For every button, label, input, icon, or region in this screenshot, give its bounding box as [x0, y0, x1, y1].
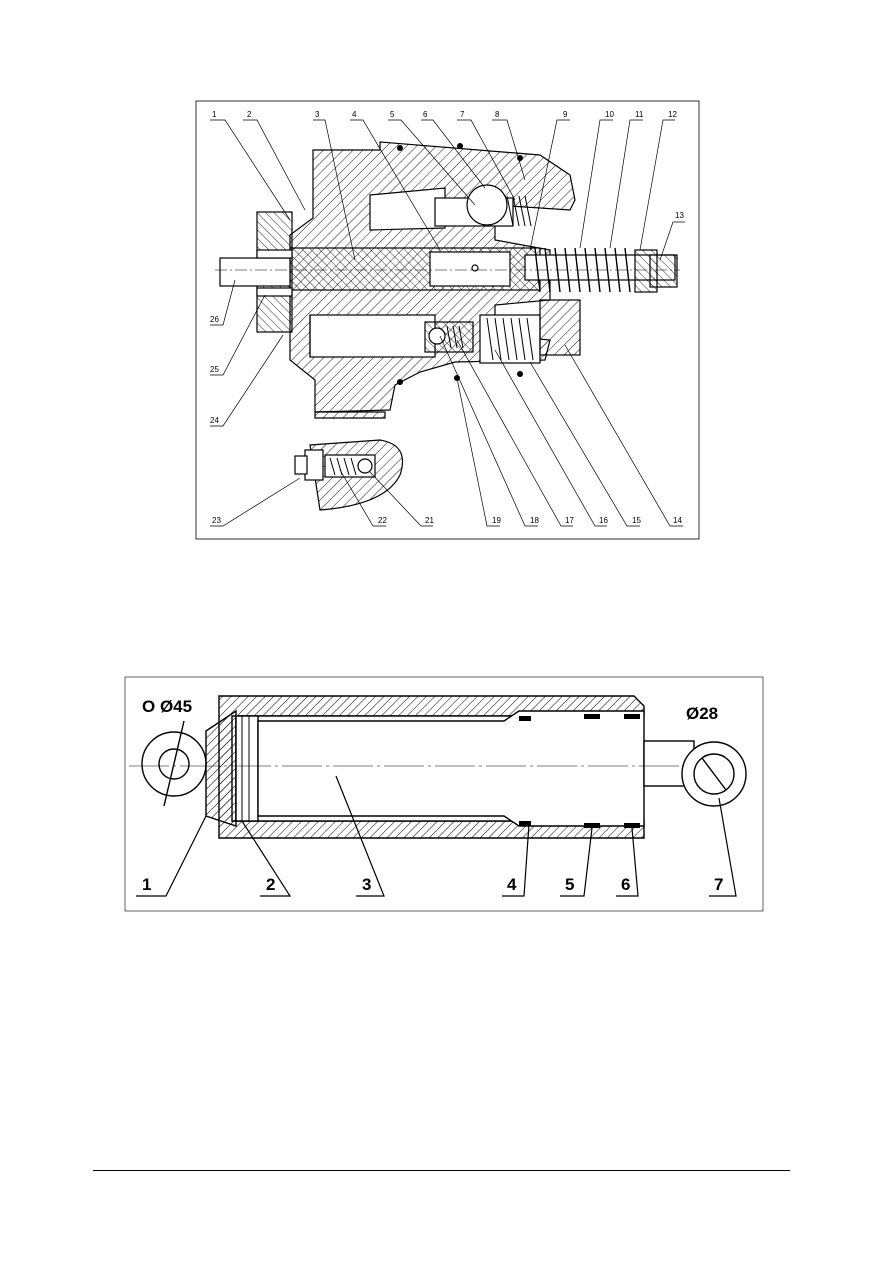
label-10: 10 — [605, 110, 614, 119]
label-6: 6 — [423, 110, 428, 119]
cyl-label-7: 7 — [714, 875, 723, 894]
cyl-label-4: 4 — [507, 875, 517, 894]
label-26: 26 — [210, 315, 219, 324]
pump-section-drawing: 1 2 3 4 5 6 7 8 9 10 11 12 13 14 15 16 1… — [195, 100, 700, 540]
dimension-arrows — [163, 720, 727, 807]
cylinder-drawing: O Ø45 Ø28 1 2 3 4 5 6 7 — [124, 676, 764, 912]
label-16: 16 — [599, 516, 608, 525]
label-17: 17 — [565, 516, 574, 525]
label-14: 14 — [673, 516, 682, 525]
label-4: 4 — [352, 110, 357, 119]
label-9: 9 — [563, 110, 568, 119]
label-24: 24 — [210, 416, 219, 425]
detail-inset — [294, 439, 404, 511]
label-18: 18 — [530, 516, 539, 525]
label-25: 25 — [210, 365, 219, 374]
callout-labels-bottom: 14 15 16 17 18 19 21 22 23 24 25 26 — [210, 315, 682, 525]
label-7: 7 — [460, 110, 465, 119]
cyl-label-2: 2 — [266, 875, 275, 894]
cylinder-leaders — [136, 775, 737, 897]
label-2: 2 — [247, 110, 252, 119]
label-19: 19 — [492, 516, 501, 525]
dimension-right: Ø28 — [686, 704, 718, 723]
label-1: 1 — [212, 110, 217, 119]
frame — [195, 100, 700, 540]
callout-labels-top: 1 2 3 4 5 6 7 8 9 10 11 12 13 — [212, 110, 684, 220]
footer-rule — [93, 1170, 790, 1171]
dimension-left: O Ø45 — [142, 697, 192, 716]
cyl-label-1: 1 — [142, 875, 151, 894]
label-23: 23 — [212, 516, 221, 525]
leader-lines — [210, 119, 685, 527]
pump-body — [215, 141, 680, 419]
label-22: 22 — [378, 516, 387, 525]
cyl-label-5: 5 — [565, 875, 574, 894]
label-15: 15 — [632, 516, 641, 525]
label-8: 8 — [495, 110, 500, 119]
label-11: 11 — [635, 110, 644, 119]
cylinder-body — [129, 695, 747, 839]
cylinder-callouts: 1 2 3 4 5 6 7 — [142, 875, 723, 894]
seal-blocks — [519, 714, 640, 828]
label-3: 3 — [315, 110, 320, 119]
frame — [124, 676, 764, 912]
cyl-label-3: 3 — [362, 875, 371, 894]
label-5: 5 — [390, 110, 395, 119]
cyl-label-6: 6 — [621, 875, 630, 894]
label-13: 13 — [675, 211, 684, 220]
label-12: 12 — [668, 110, 677, 119]
label-21: 21 — [425, 516, 434, 525]
